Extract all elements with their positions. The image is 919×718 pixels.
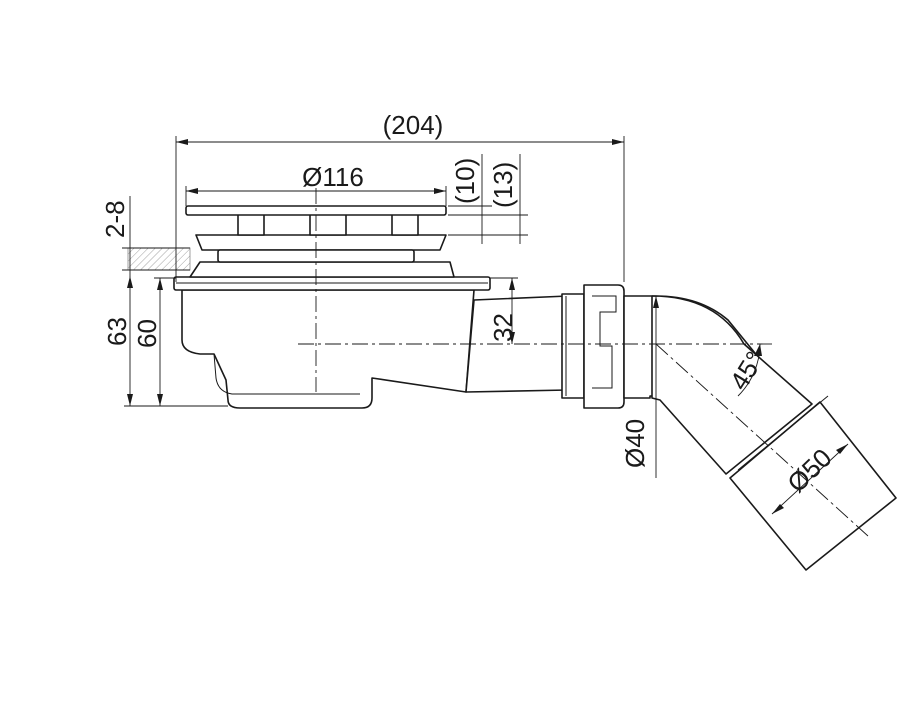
trap-body-inner-line <box>213 353 360 395</box>
dim-10-label: (10) <box>450 158 480 204</box>
elbow-sleeve-rim <box>737 395 829 471</box>
outlet-thread <box>561 293 585 399</box>
floor-hatch <box>127 247 191 271</box>
dim-60-label: 60 <box>132 319 162 348</box>
dim-204-label: (204) <box>383 110 444 140</box>
grate-leg-left <box>237 213 265 236</box>
outlet-nut-detail <box>592 295 617 389</box>
elbow-bend <box>651 295 813 475</box>
dim-2-8-label: 2-8 <box>100 200 130 238</box>
dim-63-label: 63 <box>102 317 132 346</box>
dim-32-label: 32 <box>488 313 518 342</box>
trap-collar <box>189 261 455 278</box>
grate-support <box>195 234 447 251</box>
elbow-center-axis <box>655 343 869 537</box>
grate-leg-right <box>391 213 419 236</box>
grate-leg-mid <box>309 213 347 236</box>
dim-116-label: Ø116 <box>302 162 364 192</box>
dim-40-label: Ø40 <box>620 419 650 468</box>
dim-13-label: (13) <box>488 162 518 208</box>
dim-50-line <box>771 443 849 515</box>
trap-body <box>181 289 475 409</box>
